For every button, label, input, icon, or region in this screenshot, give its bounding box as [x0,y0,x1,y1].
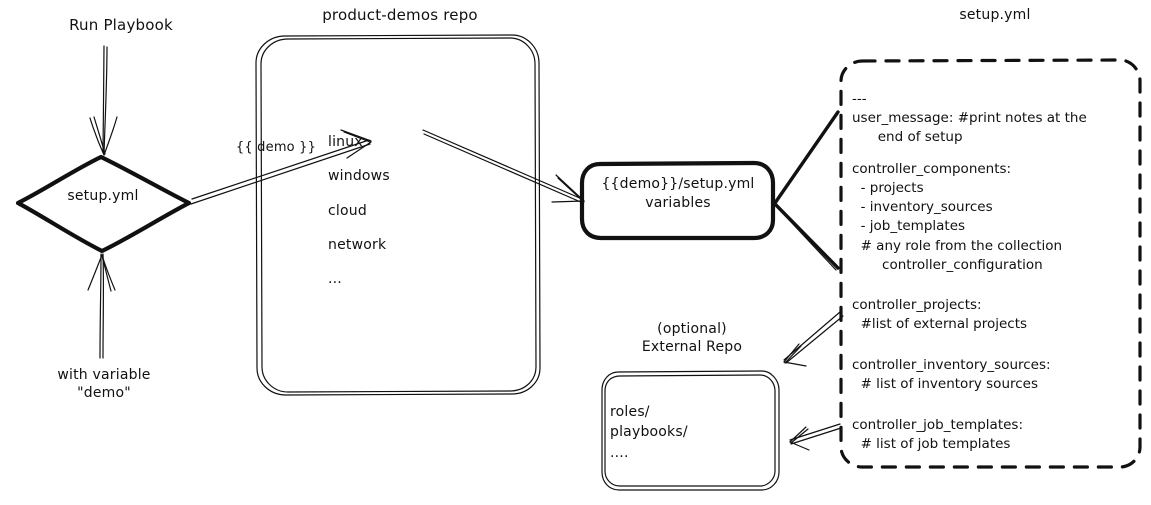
projects-to-external-repo-arrow [783,311,844,367]
run-playbook-label: Run Playbook [69,16,173,34]
product-demos-repo-title: product-demos repo [322,6,478,24]
yaml-controller-components-block: controller_components: - projects - inve… [852,161,1063,273]
external-repo-box [601,370,780,491]
external-repo-title: (optional) External Repo [641,321,743,356]
demo-variable-arrow [190,129,372,205]
panel-to-variables-connectors [773,110,840,271]
job-templates-to-external-repo-arrow [789,423,842,451]
setup-yml-dashed-panel [839,58,1142,469]
setup-yml-diamond [15,154,192,254]
product-demos-repo-box [255,34,541,396]
variables-box [579,160,776,241]
variables-box-label: {{demo}}/setup.yml variables [601,176,755,211]
product-demos-repo-item-list: linux windows cloud network ... [328,134,390,288]
with-variable-arrow [87,253,116,359]
setup-yml-panel-title: setup.yml [959,7,1031,23]
setup-yml-node-label: setup.yml [67,188,139,204]
external-repo-item-list: roles/ playbooks/ .... [610,404,688,461]
with-variable-label: with variable "demo" [57,367,151,402]
yaml-controller-inventory-sources-block: controller_inventory_sources: # list of … [852,357,1051,393]
yaml-controller-projects-block: controller_projects: #list of external p… [852,297,1028,333]
demo-variable-edge-label: {{ demo }} [235,140,317,155]
run-playbook-arrow [89,45,118,156]
yaml-user-message-block: --- user_message: #print notes at the en… [852,91,1087,146]
yaml-controller-job-templates-block: controller_job_templates: # list of job … [852,417,1024,453]
linux-to-variables-arrow [422,129,585,204]
